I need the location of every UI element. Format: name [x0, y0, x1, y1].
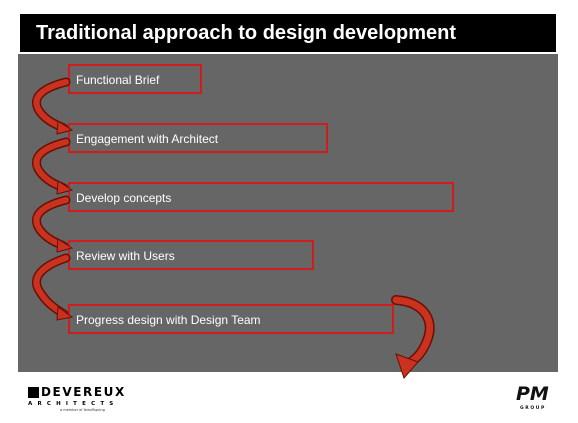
logo-tagline: a member of theoffspring	[60, 408, 105, 412]
pm-group-logo: PM GROUP	[516, 384, 552, 416]
step-develop-concepts: Develop concepts	[68, 182, 454, 212]
pm-group-label: GROUP	[520, 406, 546, 411]
devereux-logo: DEVEREUX ARCHITECTS a member of theoffsp…	[28, 384, 168, 418]
logo-name: DEVEREUX	[41, 385, 126, 399]
logo-subtitle: ARCHITECTS	[28, 401, 119, 407]
pm-mark: PM	[516, 383, 549, 405]
content-panel: Functional Brief Engagement with Archite…	[18, 54, 558, 372]
step-functional-brief: Functional Brief	[68, 64, 202, 94]
step-review-with-users: Review with Users	[68, 240, 314, 270]
logo-square-icon	[28, 386, 39, 398]
step-progress-design: Progress design with Design Team	[68, 304, 394, 334]
step-engagement-with-architect: Engagement with Architect	[68, 123, 328, 153]
slide-title: Traditional approach to design developme…	[18, 12, 558, 54]
